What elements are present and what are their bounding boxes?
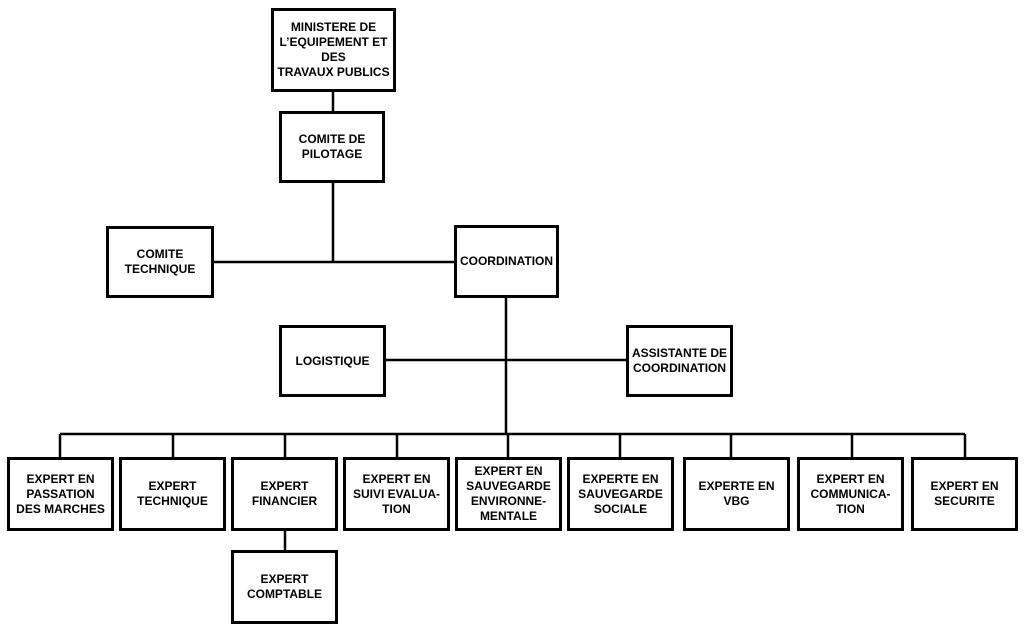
node-expert-technique: EXPERT TECHNIQUE bbox=[119, 457, 226, 531]
node-expert-communication-label: EXPERT EN COMMUNICA- TION bbox=[810, 471, 891, 516]
node-experte-vbg-label: EXPERTE EN VBG bbox=[698, 479, 775, 508]
node-expert-passation-label: EXPERT EN PASSATION DES MARCHES bbox=[16, 471, 105, 516]
node-comite-pilotage: COMITE DE PILOTAGE bbox=[279, 111, 385, 183]
node-expert-env-label: EXPERT EN SAUVEGARDE ENVIRONNE- MENTALE bbox=[466, 464, 551, 523]
node-expert-comptable-label: EXPERT COMPTABLE bbox=[246, 572, 323, 601]
node-coordination-label: COORDINATION bbox=[459, 254, 554, 268]
node-ministere: MINISTERE DE L’EQUIPEMENT ET DES TRAVAUX… bbox=[271, 8, 396, 92]
node-expert-securite-label: EXPERT EN SECURITE bbox=[930, 479, 999, 508]
node-experte-vbg: EXPERTE EN VBG bbox=[683, 457, 790, 531]
node-comite-technique-label: COMITE TECHNIQUE bbox=[124, 247, 196, 276]
node-logistique: LOGISTIQUE bbox=[279, 325, 386, 397]
node-experte-sociale-label: EXPERTE EN SAUVEGARDE SOCIALE bbox=[578, 471, 663, 516]
node-expert-suivi-label: EXPERT EN SUIVI EVALUA- TION bbox=[352, 471, 441, 516]
node-expert-financier-label: EXPERT FINANCIER bbox=[251, 479, 318, 508]
node-experte-sociale: EXPERTE EN SAUVEGARDE SOCIALE bbox=[567, 457, 674, 531]
node-expert-suivi: EXPERT EN SUIVI EVALUA- TION bbox=[343, 457, 450, 531]
node-comite-pilotage-label: COMITE DE PILOTAGE bbox=[298, 132, 366, 161]
node-assistante: ASSISTANTE DE COORDINATION bbox=[626, 325, 733, 397]
node-expert-securite: EXPERT EN SECURITE bbox=[911, 457, 1018, 531]
node-expert-technique-label: EXPERT TECHNIQUE bbox=[137, 479, 208, 508]
node-coordination: COORDINATION bbox=[454, 225, 559, 298]
node-comite-technique: COMITE TECHNIQUE bbox=[106, 226, 214, 298]
node-expert-financier: EXPERT FINANCIER bbox=[231, 457, 338, 531]
node-ministere-label: MINISTERE DE L’EQUIPEMENT ET DES TRAVAUX… bbox=[277, 20, 390, 79]
node-expert-communication: EXPERT EN COMMUNICA- TION bbox=[797, 457, 904, 531]
node-expert-passation: EXPERT EN PASSATION DES MARCHES bbox=[7, 457, 114, 531]
node-expert-comptable: EXPERT COMPTABLE bbox=[231, 550, 338, 624]
node-assistante-label: ASSISTANTE DE COORDINATION bbox=[631, 346, 728, 375]
node-logistique-label: LOGISTIQUE bbox=[295, 353, 370, 368]
node-expert-env: EXPERT EN SAUVEGARDE ENVIRONNE- MENTALE bbox=[455, 457, 562, 531]
